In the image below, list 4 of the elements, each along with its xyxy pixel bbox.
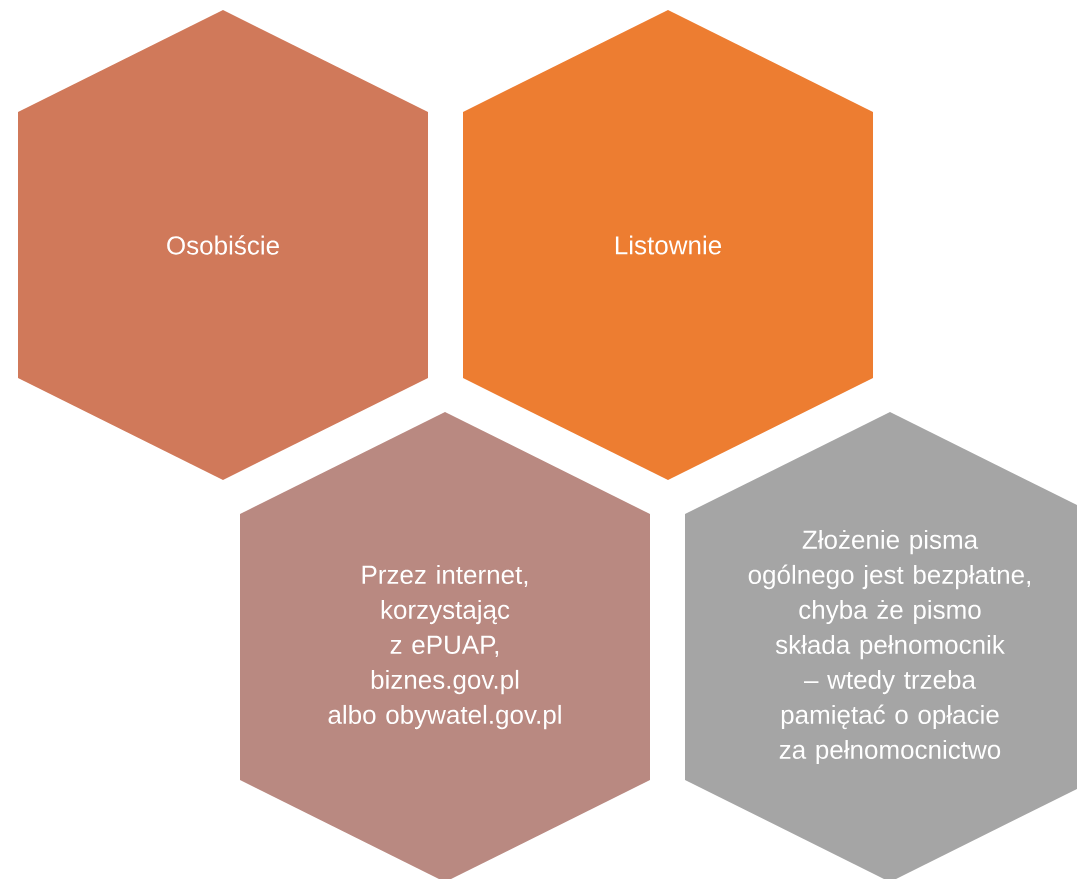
hexagon: Przez internet, korzystając z ePUAP, biznes.gov.pl albo obywatel.gov.pl: [240, 412, 650, 879]
hexagon: Listownie: [463, 10, 873, 480]
hexagon: Złożenie pisma ogólnego jest bezpłatne, chyba że pismo składa pełnomocnik – wtedy trzeba pamiętać o opłacie za pełnomocnictwo: [685, 412, 1077, 879]
hexagon: Osobiście: [18, 10, 428, 480]
